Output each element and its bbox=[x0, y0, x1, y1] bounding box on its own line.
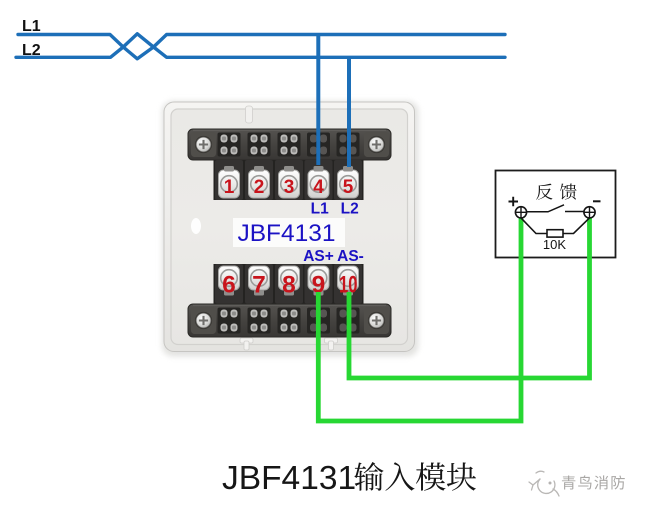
svg-text:L1: L1 bbox=[22, 18, 41, 35]
svg-text:4: 4 bbox=[313, 177, 324, 198]
svg-text:10K: 10K bbox=[543, 237, 566, 252]
svg-text:3: 3 bbox=[284, 177, 295, 198]
svg-text:7: 7 bbox=[252, 272, 266, 299]
svg-text:L2: L2 bbox=[341, 201, 359, 218]
svg-text:AS+: AS+ bbox=[303, 248, 334, 265]
svg-text:JBF4131: JBF4131 bbox=[222, 460, 356, 497]
svg-text:10: 10 bbox=[339, 272, 358, 299]
svg-text:9: 9 bbox=[312, 272, 326, 299]
svg-text:L1: L1 bbox=[311, 201, 329, 218]
svg-text:5: 5 bbox=[343, 177, 354, 198]
svg-text:2: 2 bbox=[254, 177, 265, 198]
svg-text:JBF4131: JBF4131 bbox=[237, 220, 335, 247]
svg-text:6: 6 bbox=[222, 272, 236, 299]
svg-text:AS-: AS- bbox=[337, 248, 364, 265]
svg-text:8: 8 bbox=[282, 272, 296, 299]
svg-text:1: 1 bbox=[224, 177, 235, 198]
svg-text:L2: L2 bbox=[22, 42, 41, 59]
